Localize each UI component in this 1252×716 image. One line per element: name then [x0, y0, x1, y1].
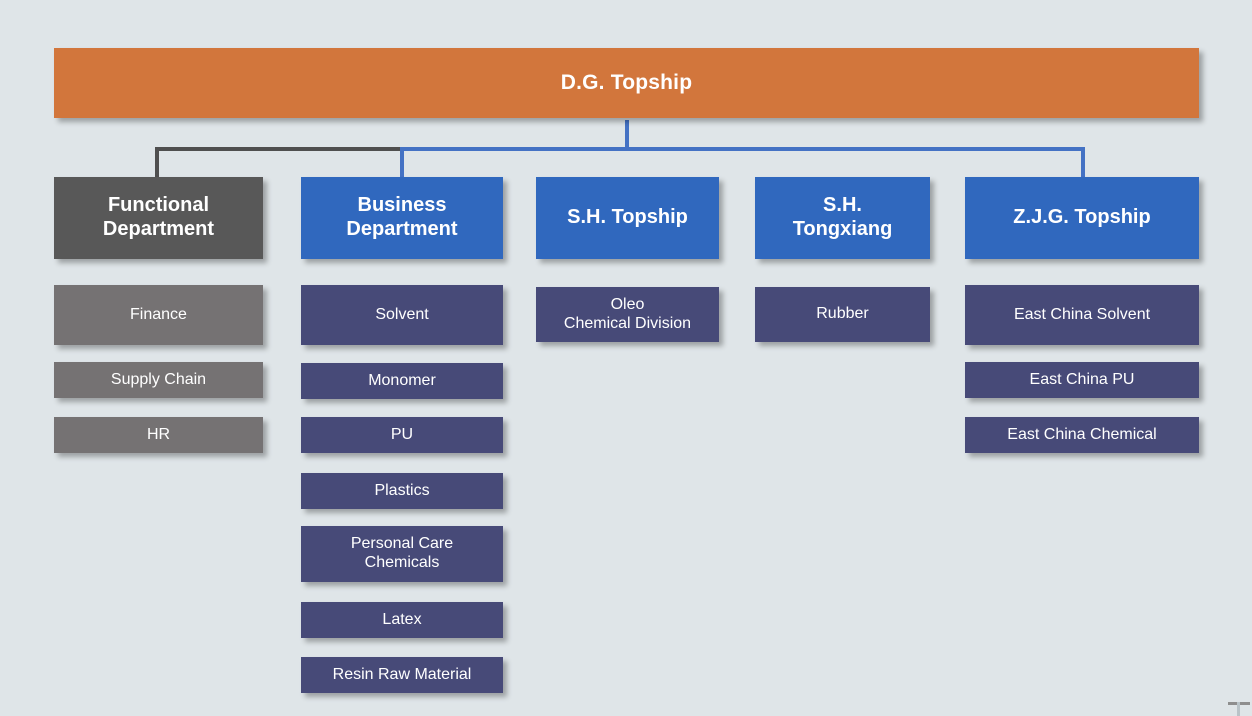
node-latex[interactable]: Latex — [301, 602, 503, 638]
node-sh-tongxiang[interactable]: S.H. Tongxiang — [755, 177, 930, 259]
node-root-dg-topship[interactable]: D.G. Topship — [54, 48, 1199, 118]
connector-bus-gray — [155, 147, 630, 151]
node-personal-care-chemicals[interactable]: Personal Care Chemicals — [301, 526, 503, 582]
node-east-china-chemical[interactable]: East China Chemical — [965, 417, 1199, 453]
node-resin-raw-material[interactable]: Resin Raw Material — [301, 657, 503, 693]
node-functional-department[interactable]: Functional Department — [54, 177, 263, 259]
node-oleo-chemical-division[interactable]: Oleo Chemical Division — [536, 287, 719, 342]
connector-root-stem — [625, 120, 629, 150]
node-east-china-pu[interactable]: East China PU — [965, 362, 1199, 398]
node-business-department[interactable]: Business Department — [301, 177, 503, 259]
node-sh-topship[interactable]: S.H. Topship — [536, 177, 719, 259]
page-edge-artifact — [1222, 694, 1252, 716]
connector-drop-business — [400, 147, 404, 179]
node-east-china-solvent[interactable]: East China Solvent — [965, 285, 1199, 345]
connector-drop-zjg — [1081, 147, 1085, 179]
node-hr[interactable]: HR — [54, 417, 263, 453]
connector-drop-functional — [155, 147, 159, 179]
node-supply-chain[interactable]: Supply Chain — [54, 362, 263, 398]
node-rubber[interactable]: Rubber — [755, 287, 930, 342]
node-plastics[interactable]: Plastics — [301, 473, 503, 509]
node-solvent[interactable]: Solvent — [301, 285, 503, 345]
node-pu[interactable]: PU — [301, 417, 503, 453]
node-monomer[interactable]: Monomer — [301, 363, 503, 399]
artifact-stem — [1237, 702, 1240, 716]
node-finance[interactable]: Finance — [54, 285, 263, 345]
node-zjg-topship[interactable]: Z.J.G. Topship — [965, 177, 1199, 259]
connector-bus-blue — [400, 147, 1085, 151]
